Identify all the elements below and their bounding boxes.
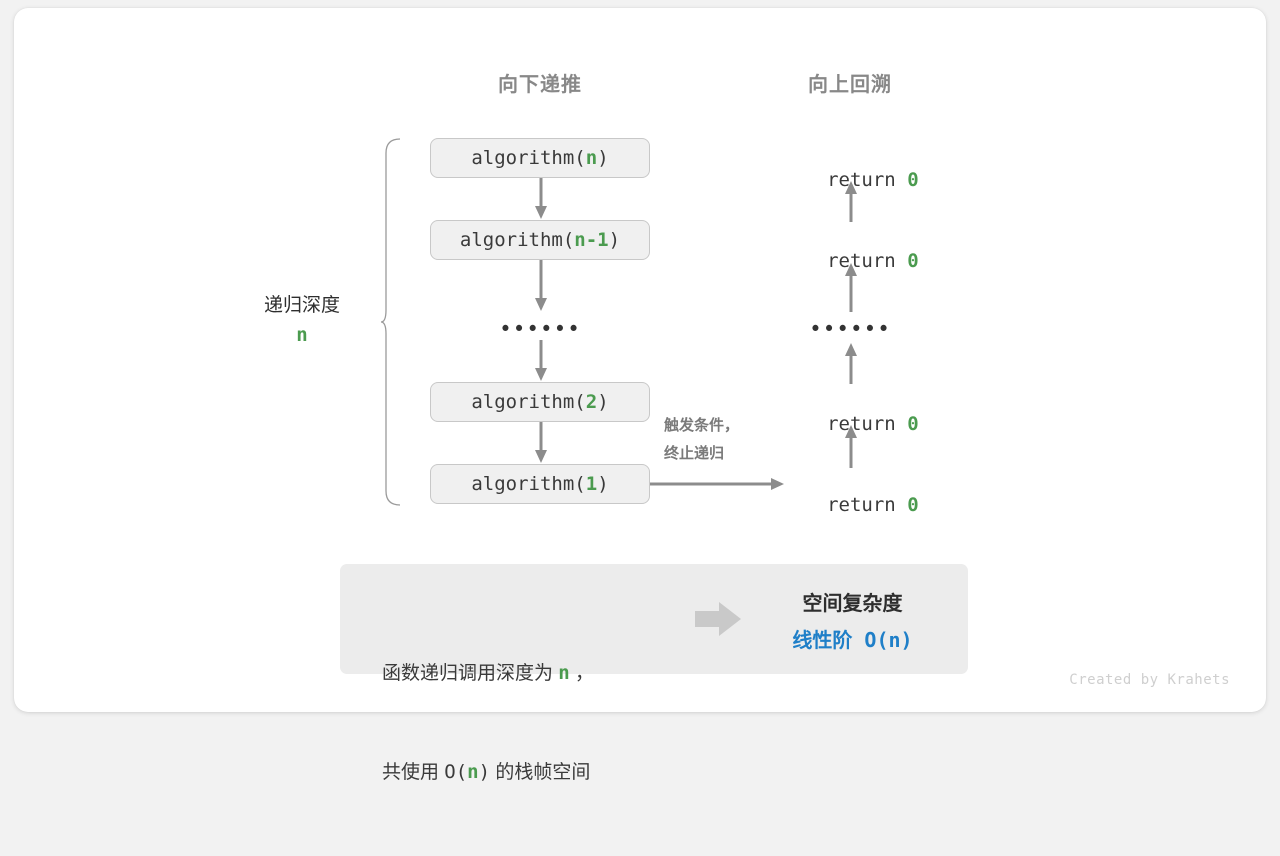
- summary-description: 函数递归调用深度为 n ， 共使用 O(n) 的栈帧空间: [382, 590, 594, 856]
- return-prefix: return: [827, 494, 908, 516]
- call-frame-arg: 2: [585, 391, 598, 413]
- call-frame-suffix: ): [597, 147, 609, 169]
- return-value: 0: [907, 250, 919, 272]
- heading-upward-backtracking: 向上回溯: [808, 74, 892, 96]
- summary-line1-var: n: [558, 661, 570, 684]
- summary-line2-text-a: 共使用: [382, 762, 445, 784]
- up-arrow-icon: [845, 343, 857, 384]
- summary-line2-var: n: [467, 761, 479, 784]
- return-statement: return 0: [750, 391, 950, 457]
- call-frame-suffix: ): [608, 229, 621, 251]
- summary-line2-text-b: 的栈帧空间: [490, 762, 591, 784]
- up-arrow-icon: [845, 181, 857, 222]
- down-arrow-icon: [535, 422, 547, 463]
- call-frame-arg: n-1: [574, 229, 609, 251]
- return-statement: return 0: [750, 228, 950, 294]
- return-prefix: return: [827, 250, 908, 272]
- heading-downward-recursion: 向下递推: [498, 74, 582, 96]
- call-frame-box[interactable]: algorithm(n): [430, 138, 650, 178]
- return-prefix: return: [827, 169, 908, 191]
- call-frame-box[interactable]: algorithm(2): [430, 382, 650, 422]
- return-statement: return 0: [750, 472, 950, 538]
- footer-credit: Created by Krahets: [1069, 672, 1230, 688]
- summary-line2-bigo: O(: [444, 761, 468, 784]
- call-frame-box[interactable]: algorithm(n-1): [430, 220, 650, 260]
- return-prefix: return: [827, 413, 908, 435]
- base-case-note-line1: 触发条件，: [664, 417, 740, 434]
- down-arrow-icon: [535, 340, 547, 381]
- right-arrow-icon: [695, 602, 741, 636]
- down-arrow-icon: [535, 260, 547, 311]
- call-frame-suffix: ): [597, 391, 609, 413]
- recursion-depth-label: 递归深度 n: [222, 292, 382, 349]
- summary-line1-text-a: 函数递归调用深度为: [382, 662, 559, 684]
- down-arrow-icon: [535, 178, 547, 219]
- call-stack-ellipsis: ••••••: [499, 317, 581, 341]
- summary-result-value: 线性阶 O(n): [760, 622, 945, 659]
- call-frame-prefix: algorithm(: [471, 147, 586, 169]
- recursion-depth-text: 递归深度: [263, 295, 340, 316]
- summary-result-order: 线性阶: [792, 630, 853, 652]
- call-frame-prefix: algorithm(: [471, 473, 586, 495]
- base-case-note-line2: 终止递归: [664, 444, 725, 462]
- summary-line-2: 共使用 O(n) 的栈帧空间: [382, 756, 594, 789]
- return-value: 0: [907, 169, 919, 191]
- summary-result-title: 空间复杂度: [802, 593, 903, 615]
- summary-line1-text-b: ，: [569, 662, 595, 684]
- up-arrow-icon: [845, 425, 857, 468]
- call-frame-arg: 1: [585, 473, 598, 495]
- summary-line-1: 函数递归调用深度为 n ，: [382, 657, 594, 690]
- return-stack-ellipsis: ••••••: [809, 317, 891, 341]
- call-frame-suffix: ): [597, 473, 609, 495]
- summary-result-bigo: O(n): [852, 628, 913, 652]
- recursion-depth-value: n: [296, 323, 308, 346]
- complexity-summary-panel: 函数递归调用深度为 n ， 共使用 O(n) 的栈帧空间 空间复杂度 线性阶 O…: [340, 564, 968, 783]
- return-statement: return 0: [750, 147, 950, 213]
- call-frame-prefix: algorithm(: [459, 229, 575, 251]
- call-frame-box[interactable]: algorithm(1): [430, 464, 650, 504]
- summary-result: 空间复杂度 线性阶 O(n): [760, 586, 945, 659]
- call-frame-arg: n: [585, 147, 598, 169]
- recursion-depth-brace: [380, 138, 401, 506]
- base-case-note: 触发条件， 终止递归: [664, 412, 739, 468]
- summary-line2-paren: ): [478, 761, 491, 784]
- up-arrow-icon: [845, 263, 857, 312]
- return-value: 0: [907, 494, 919, 516]
- call-frame-prefix: algorithm(: [471, 391, 586, 413]
- right-arrow-icon: [650, 478, 784, 490]
- diagram-card: 向下递推 向上回溯 递归深度 n algorithm(n) algorithm(…: [14, 8, 1266, 783]
- return-value: 0: [907, 413, 919, 435]
